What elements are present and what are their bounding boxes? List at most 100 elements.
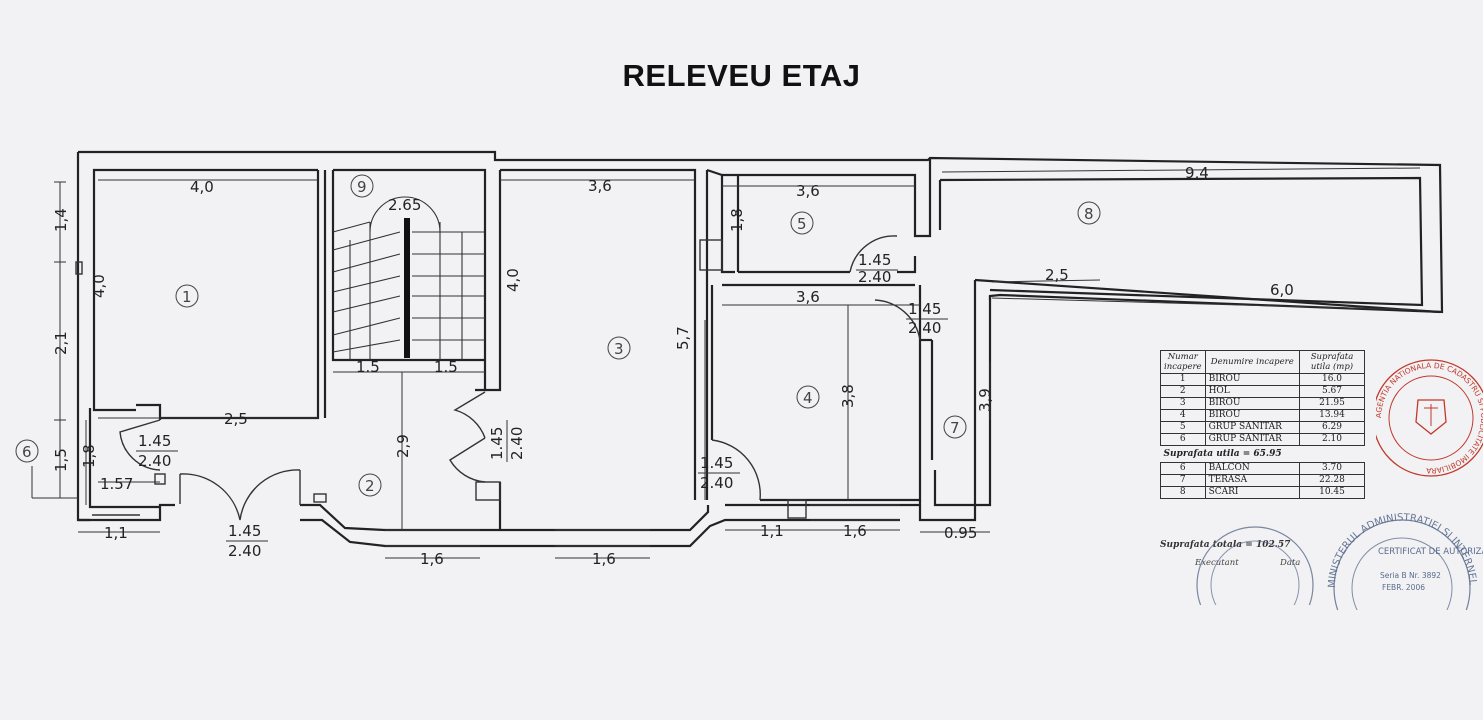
dim-stair-1-5a: 1.5 [356, 358, 380, 376]
blue-authorization-stamp: MINISTERUL ADMINISTRATIEI SI INTERNELOR … [1320, 500, 1483, 610]
svg-text:FEBR. 2006: FEBR. 2006 [1382, 583, 1425, 592]
door-label: 1.45 2.40 [856, 251, 898, 286]
page-title: RELEVEU ETAJ [622, 58, 861, 93]
svg-text:4: 4 [803, 389, 813, 407]
date-label: Data [1280, 558, 1301, 568]
dim-r1-height: 4,0 [90, 274, 108, 298]
dim-r3-5-7: 5,7 [674, 326, 692, 350]
dim-stair-2-65: 2.65 [388, 196, 421, 214]
svg-text:2.40: 2.40 [138, 452, 171, 470]
svg-text:2.40: 2.40 [908, 319, 941, 337]
dim-bot-0-95: 0.95 [944, 524, 977, 542]
table-header: Suprafata utila (mp) [1299, 350, 1365, 374]
svg-text:1.45: 1.45 [488, 427, 506, 460]
svg-text:AGENTIA NATIONALA DE CADASTRU: AGENTIA NATIONALA DE CADASTRU SI PUBLICI… [1376, 361, 1483, 475]
dim-bot-1-6b: 1,6 [592, 550, 616, 568]
svg-text:1.45: 1.45 [228, 522, 261, 540]
room-number-7: 7 [943, 415, 967, 439]
table-subtotal-row: Suprafata utila = 65.95 [1160, 445, 1365, 463]
dim-left-1-5: 1,5 [52, 448, 70, 472]
dim-r8-9-4: 9,4 [1185, 164, 1209, 182]
total-area: Suprafata totala = 102.57 [1160, 540, 1291, 550]
dim-r3-width: 3,6 [588, 177, 612, 195]
dim-stair-1-5b: 1.5 [434, 358, 458, 376]
svg-text:9: 9 [357, 178, 367, 196]
svg-text:2.40: 2.40 [700, 474, 733, 492]
dim-bot-1-1: 1,1 [760, 522, 784, 540]
room-number-9: 9 [350, 174, 374, 198]
svg-text:1.45: 1.45 [858, 251, 891, 269]
dim-r8-2-5: 2,5 [1045, 266, 1069, 284]
dim-r5-width: 3,6 [796, 182, 820, 200]
door-label: 1.45 2.40 [136, 432, 178, 470]
dim-r5-1-8: 1,8 [728, 208, 746, 232]
blue-stamp-left [1196, 526, 1314, 605]
svg-text:8: 8 [1084, 205, 1094, 223]
svg-text:6: 6 [22, 443, 32, 461]
svg-text:2.40: 2.40 [508, 427, 526, 460]
dim-bot-1-6c: 1,6 [843, 522, 867, 540]
door-label: 1.45 2.40 [226, 522, 268, 560]
svg-text:1.45: 1.45 [908, 300, 941, 318]
dim-r4-3-8: 3,8 [839, 384, 857, 408]
dim-bottom-1-1: 1,1 [104, 524, 128, 542]
svg-text:Seria B Nr. 3892: Seria B Nr. 3892 [1380, 571, 1441, 580]
svg-text:5: 5 [797, 215, 807, 233]
room-number-8: 8 [1077, 201, 1101, 225]
dim-hall-2-9: 2,9 [394, 434, 412, 458]
svg-text:7: 7 [950, 419, 960, 437]
room-number-5: 5 [790, 211, 814, 235]
room-number-6: 6 [15, 439, 39, 463]
svg-text:2.40: 2.40 [228, 542, 261, 560]
dimension-labels: 4,0 4,0 1,4 2,1 1,5 1,8 2,5 1.57 1,1 2.6… [52, 164, 1294, 568]
dim-small-1-8: 1,8 [80, 444, 98, 468]
dim-bot-1-6a: 1,6 [420, 550, 444, 568]
svg-text:2: 2 [365, 477, 375, 495]
staircase [332, 196, 485, 360]
red-cadastre-stamp: AGENTIA NATIONALA DE CADASTRU SI PUBLICI… [1376, 359, 1483, 477]
svg-text:2.40: 2.40 [858, 268, 891, 286]
room-numbers: 1 2 3 4 5 7 8 9 6 [15, 174, 1101, 497]
room-number-3: 3 [607, 336, 631, 360]
dim-r7-3-9: 3,9 [976, 388, 994, 412]
room-number-2: 2 [358, 473, 382, 497]
dim-w-2-5: 2,5 [224, 410, 248, 428]
door-swings [119, 235, 921, 521]
svg-text:CERTIFICAT DE AUTORIZARE: CERTIFICAT DE AUTORIZARE [1378, 547, 1483, 557]
room-number-1: 1 [175, 284, 199, 308]
walls [75, 150, 1444, 548]
usable-area-total: Suprafata utila = 65.95 [1160, 445, 1365, 463]
dim-r1-width: 4,0 [190, 178, 214, 196]
room-number-4: 4 [796, 385, 820, 409]
dim-r4-width: 3,6 [796, 288, 820, 306]
table-header: Denumire incapere [1204, 350, 1301, 374]
coat-of-arms-icon [1415, 399, 1447, 435]
dim-w-1-57: 1.57 [100, 475, 133, 493]
dim-r8-6-0: 6,0 [1270, 281, 1294, 299]
room-area-table: Numar incapere Denumire incapere Suprafa… [1160, 350, 1365, 499]
dim-left-2-1: 2,1 [52, 331, 70, 355]
door-labels: 1.45 2.40 1.45 2.40 1.45 2.40 1.45 2.40 … [136, 251, 948, 560]
svg-text:1.45: 1.45 [138, 432, 171, 450]
dim-r3-4-0: 4,0 [504, 268, 522, 292]
door-label: 1.45 2.40 [488, 420, 526, 462]
svg-text:3: 3 [614, 340, 624, 358]
door-label: 1.45 2.40 [698, 454, 740, 492]
door-label: 1.45 2.40 [906, 300, 948, 337]
svg-text:1.45: 1.45 [700, 454, 733, 472]
dim-left-1-4: 1,4 [52, 208, 70, 232]
table-header-row: Numar incapere Denumire incapere Suprafa… [1160, 350, 1365, 374]
svg-text:1: 1 [182, 288, 192, 306]
table-header: Numar incapere [1160, 350, 1206, 374]
dimension-lines [31, 167, 1421, 559]
